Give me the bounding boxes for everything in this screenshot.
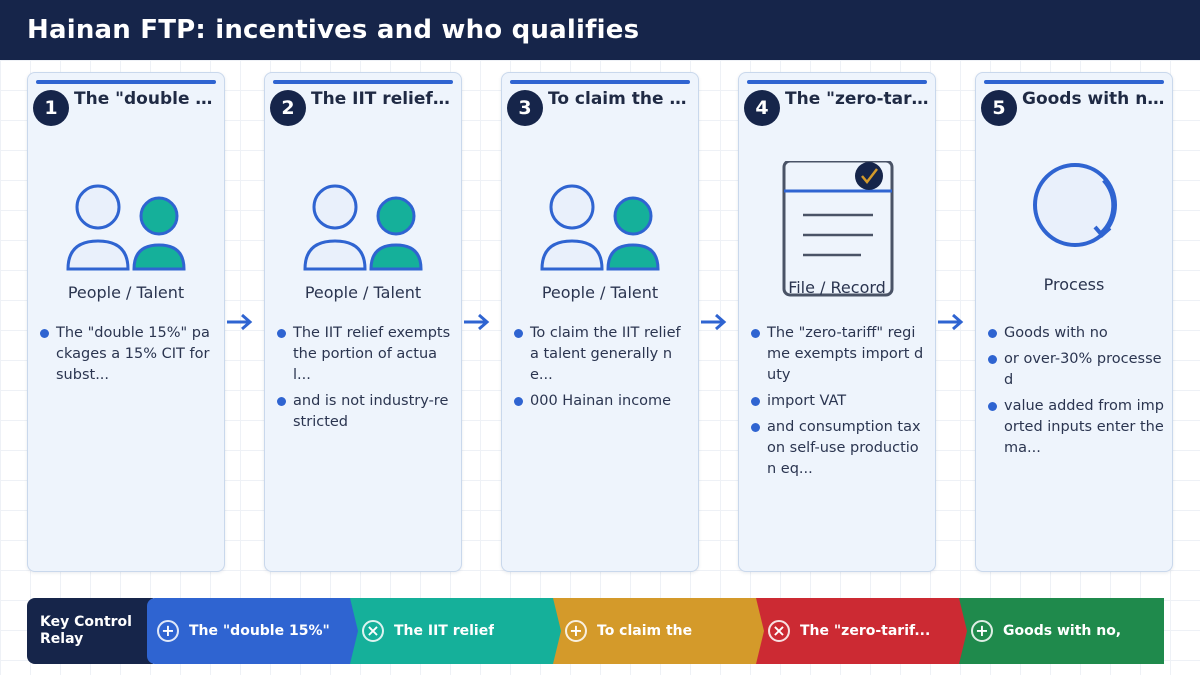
list-item: Goods with no bbox=[988, 323, 1164, 344]
close-icon: × bbox=[768, 620, 790, 642]
list-item: or over-30% processed bbox=[988, 349, 1164, 391]
relay-segment-4[interactable]: × The "zero-tarif... bbox=[756, 598, 967, 664]
card-caption: People / Talent bbox=[67, 283, 185, 302]
list-item: The IIT relief exempts the portion of ac… bbox=[277, 323, 453, 386]
card-title: Goods with no, or o... bbox=[1022, 89, 1166, 109]
people-icon bbox=[502, 165, 698, 285]
step-card-4[interactable]: 4 The "zero-tariff" r... File / Record T… bbox=[738, 72, 936, 572]
list-item: 000 Hainan income bbox=[514, 391, 690, 412]
relay-segment-text: The "double 15%" bbox=[189, 623, 330, 639]
segment-notch bbox=[350, 598, 358, 664]
card-accent-bar bbox=[273, 80, 453, 84]
plus-icon: + bbox=[971, 620, 993, 642]
list-item: The "double 15%" packages a 15% CIT for … bbox=[40, 323, 216, 386]
relay-label: Key Control Relay bbox=[27, 598, 153, 664]
relay-segment-text: Goods with no, bbox=[1003, 623, 1122, 639]
card-accent-bar bbox=[984, 80, 1164, 84]
card-title: The IIT relief exem... bbox=[311, 89, 455, 109]
card-accent-bar bbox=[747, 80, 927, 84]
plus-icon: + bbox=[565, 620, 587, 642]
card-accent-bar bbox=[510, 80, 690, 84]
card-title: To claim the IIT re... bbox=[548, 89, 692, 109]
list-item: and consumption tax on self-use producti… bbox=[751, 417, 927, 480]
step-number-badge: 1 bbox=[33, 90, 69, 126]
bullet-list: The IIT relief exempts the portion of ac… bbox=[277, 323, 453, 438]
step-number-badge: 5 bbox=[981, 90, 1017, 126]
page-title: Hainan FTP: incentives and who qualifies bbox=[27, 15, 640, 45]
list-item: import VAT bbox=[751, 391, 927, 412]
relay-segment-text: To claim the bbox=[597, 623, 693, 639]
arrow-right-icon bbox=[464, 313, 490, 331]
plus-icon: + bbox=[157, 620, 179, 642]
segment-notch bbox=[756, 598, 764, 664]
card-title: The "zero-tariff" r... bbox=[785, 89, 929, 109]
document-check-icon bbox=[739, 161, 935, 297]
relay-label-line: Relay bbox=[40, 631, 84, 647]
card-title: The "double 15%" pa... bbox=[74, 89, 218, 109]
step-card-5[interactable]: 5 Goods with no, or o... Process Goods w… bbox=[975, 72, 1173, 572]
bullet-list: The "zero-tariff" regime exempts import … bbox=[751, 323, 927, 485]
segment-notch bbox=[959, 598, 967, 664]
relay-segment-text: The "zero-tarif... bbox=[800, 623, 931, 639]
people-icon bbox=[28, 165, 224, 285]
relay-segment-text: The IIT relief bbox=[394, 623, 495, 639]
step-number-badge: 4 bbox=[744, 90, 780, 126]
step-number-badge: 3 bbox=[507, 90, 543, 126]
bullet-list: To claim the IIT relief a talent general… bbox=[514, 323, 690, 417]
list-item: To claim the IIT relief a talent general… bbox=[514, 323, 690, 386]
relay-label-line: Key Control bbox=[40, 614, 132, 630]
step-card-2[interactable]: 2 The IIT relief exem... People / Talent… bbox=[264, 72, 462, 572]
arrow-right-icon bbox=[701, 313, 727, 331]
card-accent-bar bbox=[36, 80, 216, 84]
title-bar: Hainan FTP: incentives and who qualifies bbox=[0, 0, 1200, 60]
process-circle-icon bbox=[976, 163, 1172, 285]
arrow-right-icon bbox=[938, 313, 964, 331]
step-card-3[interactable]: 3 To claim the IIT re... People / Talent… bbox=[501, 72, 699, 572]
step-number-badge: 2 bbox=[270, 90, 306, 126]
list-item: value added from imported inputs enter t… bbox=[988, 396, 1164, 459]
relay-segment-3[interactable]: + To claim the bbox=[553, 598, 764, 664]
card-caption: File / Record bbox=[788, 278, 886, 297]
relay-segment-2[interactable]: × The IIT relief bbox=[350, 598, 561, 664]
card-caption: Process bbox=[1043, 275, 1105, 294]
close-icon: × bbox=[362, 620, 384, 642]
list-item: The "zero-tariff" regime exempts import … bbox=[751, 323, 927, 386]
relay-segment-5[interactable]: + Goods with no, bbox=[959, 598, 1164, 664]
step-card-1[interactable]: 1 The "double 15%" pa... People / Talent… bbox=[27, 72, 225, 572]
card-caption: People / Talent bbox=[304, 283, 422, 302]
relay-segment-1[interactable]: + The "double 15%" bbox=[147, 598, 358, 664]
bullet-list: The "double 15%" packages a 15% CIT for … bbox=[40, 323, 216, 391]
arrow-right-icon bbox=[227, 313, 253, 331]
people-icon bbox=[265, 165, 461, 285]
list-item: and is not industry-restricted bbox=[277, 391, 453, 433]
segment-notch bbox=[553, 598, 561, 664]
bullet-list: Goods with no or over-30% processed valu… bbox=[988, 323, 1164, 464]
card-caption: People / Talent bbox=[541, 283, 659, 302]
